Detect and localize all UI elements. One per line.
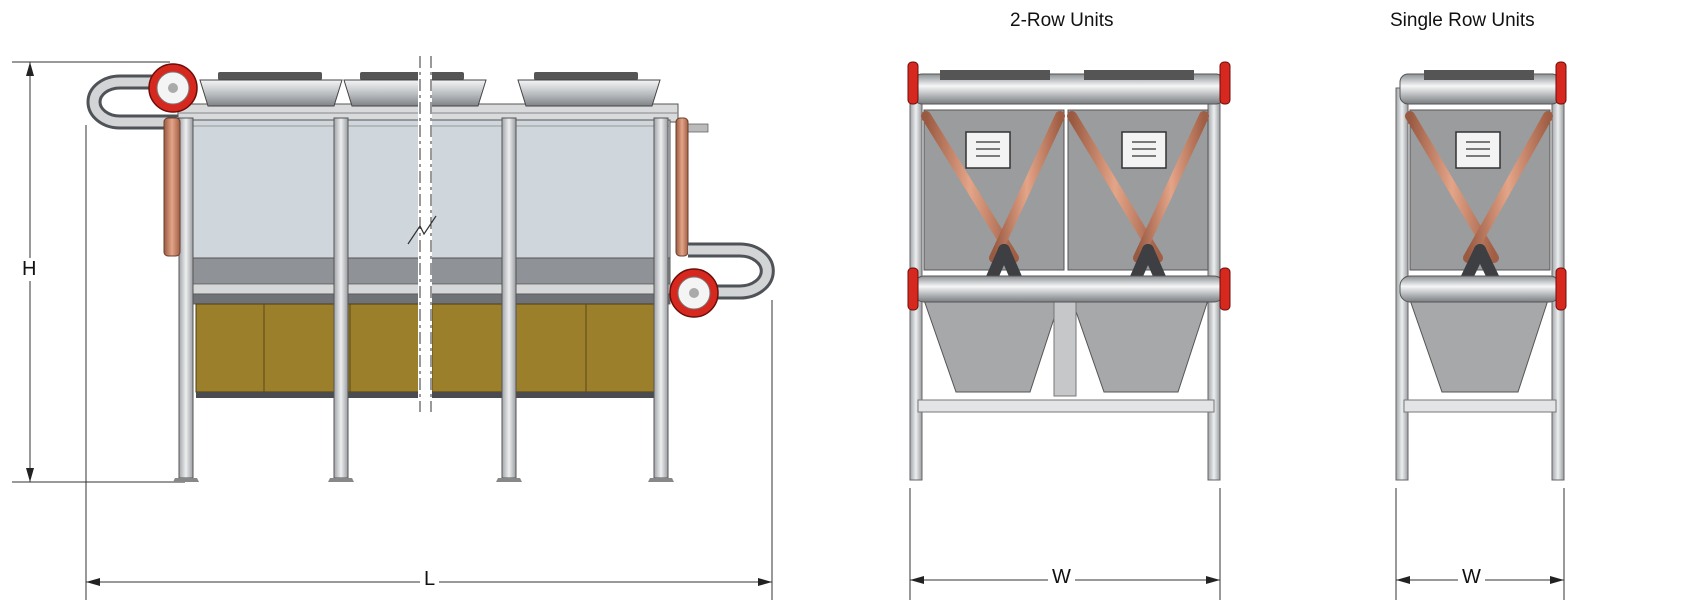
inlet-pipe	[86, 63, 198, 257]
two-row-front-view	[907, 61, 1231, 600]
width-label-single-row: W	[1458, 566, 1485, 589]
support-legs	[173, 117, 674, 482]
outlet-pipe	[669, 117, 775, 318]
lower-header-pipe	[913, 275, 1225, 303]
side-view	[12, 56, 775, 600]
single-row-front-view	[1395, 61, 1567, 600]
width-label-two-row: W	[1048, 566, 1075, 589]
length-label: L	[420, 568, 440, 591]
fan-row	[199, 72, 661, 107]
two-row-units-title: 2-Row Units	[1010, 10, 1114, 31]
height-label: H	[18, 258, 41, 281]
break-line	[407, 56, 437, 412]
single-row-units-title: Single Row Units	[1390, 10, 1535, 31]
